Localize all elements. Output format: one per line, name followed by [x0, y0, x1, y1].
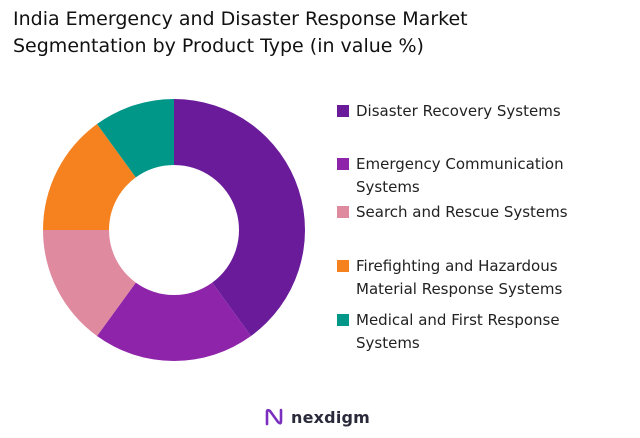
legend-label-3: Search and Rescue Systems: [356, 201, 568, 224]
donut-slice-3: [43, 230, 136, 336]
brand-logo: nexdigm: [263, 403, 370, 431]
nexdigm-logo-icon: [265, 408, 283, 426]
chart-title-line: Segmentation by Product Type (in value %…: [13, 35, 424, 57]
legend-label-line: Disaster Recovery Systems: [356, 102, 561, 120]
legend-label-line: Firefighting and Hazardous: [356, 257, 558, 275]
donut-slice-1: [174, 99, 305, 336]
chart-title-line: India Emergency and Disaster Response Ma…: [13, 8, 468, 30]
chart-title: India Emergency and Disaster Response Ma…: [13, 6, 573, 60]
donut-slice-2: [97, 282, 251, 362]
legend-swatch-4: [337, 260, 349, 272]
legend-label-line: Medical and First Response: [356, 311, 560, 329]
legend-label-line: Search and Rescue Systems: [356, 203, 568, 221]
legend-swatch-1: [337, 105, 349, 117]
legend-label-line: Systems: [356, 334, 420, 352]
donut-slice-4: [43, 124, 136, 230]
brand-name: nexdigm: [291, 407, 371, 427]
legend-label-1: Disaster Recovery Systems: [356, 100, 561, 123]
donut-slice-5: [97, 99, 174, 178]
legend-swatch-2: [337, 158, 349, 170]
legend-label-line: Emergency Communication: [356, 155, 564, 173]
legend-label-line: Material Response Systems: [356, 280, 563, 298]
legend-label-line: Systems: [356, 178, 420, 196]
legend-swatch-5: [337, 314, 349, 326]
legend-swatch-3: [337, 206, 349, 218]
